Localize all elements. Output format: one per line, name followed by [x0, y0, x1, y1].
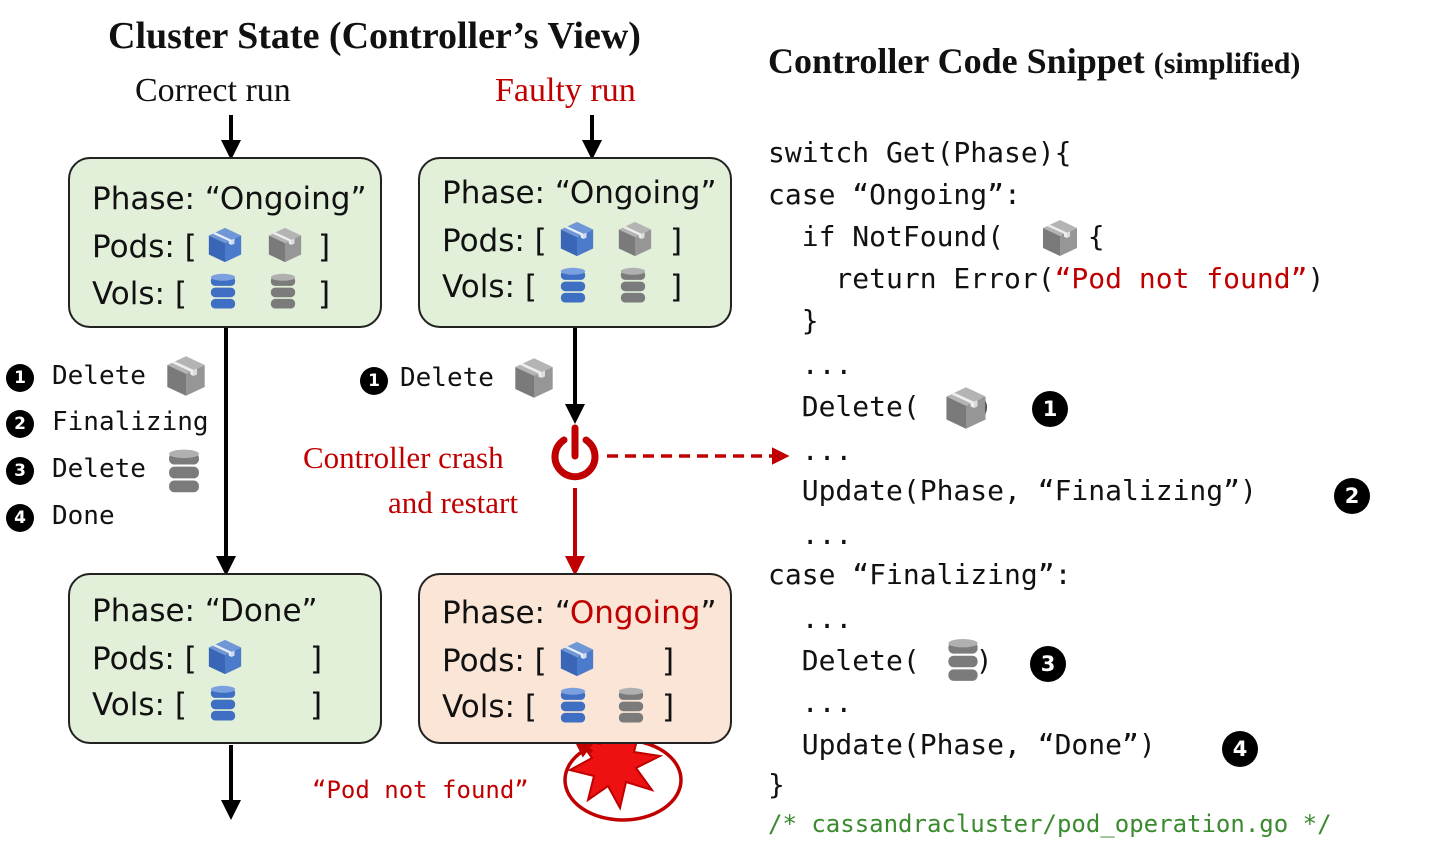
pod-cube-icon — [266, 223, 304, 267]
code-fragment: Delete( — [768, 390, 920, 423]
pods-row: Pods: [ — [442, 223, 547, 259]
code-step-badge: 3 — [1030, 646, 1066, 682]
step-label: Finalizing — [52, 407, 209, 437]
vols-close: ] — [662, 689, 675, 725]
code-comment: /* cassandracluster/pod_operation.go */ — [768, 810, 1332, 838]
step-badge: 1 — [6, 364, 34, 392]
crash-label-line2: and restart — [388, 485, 518, 520]
phase-row: Phase: “Ongoing” — [442, 175, 717, 211]
vols-row: Vols: [ — [92, 687, 187, 723]
volume-database-icon — [947, 638, 979, 684]
step-label: Delete — [52, 361, 146, 391]
pod-cube-icon — [558, 637, 596, 681]
step-badge: 3 — [6, 457, 34, 485]
code-line: switch Get(Phase){ — [768, 136, 1072, 169]
phase-row: Phase: “Ongoing” — [442, 595, 717, 631]
code-line: case “Finalizing”: — [768, 558, 1072, 591]
step-badge: 4 — [6, 504, 34, 532]
step-label: Delete — [400, 363, 494, 393]
code-line: ... — [768, 686, 853, 719]
code-line: ... — [768, 348, 853, 381]
pod-cube-icon — [164, 352, 208, 400]
vols-close: ] — [670, 269, 683, 305]
code-fragment: if NotFound( — [768, 220, 1005, 253]
pods-row: Pods: [ — [442, 643, 547, 679]
pods-close: ] — [318, 229, 331, 265]
faulty-state-before: Phase: “Ongoing” Pods: [ ] Vols: [ ] — [418, 157, 732, 328]
vols-row: Vols: [ — [442, 269, 537, 305]
code-line: ... — [768, 602, 853, 635]
code-snippet-title-sub: (simplified) — [1153, 47, 1301, 80]
faulty-run-label: Faulty run — [495, 72, 636, 109]
code-step-badge: 4 — [1222, 731, 1258, 767]
code-fragment: ) — [1307, 262, 1325, 295]
code-step-badge: 2 — [1334, 478, 1370, 514]
code-string: “Pod not found” — [1054, 262, 1308, 295]
code-line: ... — [768, 434, 853, 467]
cluster-state-title: Cluster State (Controller’s View) — [108, 15, 641, 57]
code-line: } — [768, 768, 785, 801]
pod-cube-icon — [943, 384, 989, 432]
correct-state-after: Phase: “Done” Pods: [ ] Vols: [ ] — [68, 573, 382, 744]
code-snippet-title-main: Controller Code Snippet — [768, 41, 1145, 81]
pod-cube-icon — [206, 223, 244, 267]
pods-close: ] — [310, 641, 323, 677]
phase-row: Phase: “Done” — [92, 593, 318, 629]
correct-state-before: Phase: “Ongoing” Pods: [ ] Vols: [ ] — [68, 157, 382, 328]
step-label: Done — [52, 501, 115, 531]
code-fragment: Delete( — [768, 644, 920, 677]
code-line: case “Ongoing”: — [768, 178, 1021, 211]
code-fragment: return Error( — [768, 262, 1055, 295]
volume-database-icon — [560, 685, 586, 727]
power-icon — [551, 424, 599, 481]
phase-value: Ongoing — [569, 595, 701, 631]
correct-run-label: Correct run — [135, 72, 291, 109]
pod-cube-icon — [616, 217, 654, 261]
vols-close: ] — [310, 687, 323, 723]
pod-cube-icon — [558, 217, 596, 261]
pod-cube-icon — [512, 354, 556, 402]
crash-label-line1: Controller crash — [303, 440, 504, 475]
code-line: Update(Phase, “Done”) — [768, 728, 1156, 761]
pods-row: Pods: [ — [92, 229, 197, 265]
phase-suffix: ” — [700, 595, 717, 631]
code-step-badge: 1 — [1032, 391, 1068, 427]
code-fragment: ) — [975, 644, 993, 677]
volume-database-icon — [210, 271, 236, 313]
code-line: Update(Phase, “Finalizing”) — [768, 474, 1257, 507]
step-badge: 1 — [360, 367, 388, 395]
volume-database-icon — [620, 265, 646, 307]
phase-row: Phase: “Ongoing” — [92, 181, 367, 217]
vols-row: Vols: [ — [442, 689, 537, 725]
pod-cube-icon — [1040, 216, 1080, 260]
code-line: ... — [768, 518, 853, 551]
volume-database-icon — [210, 683, 236, 725]
phase-prefix: Phase: “ — [442, 595, 570, 631]
volume-database-icon — [270, 271, 296, 313]
vols-row: Vols: [ — [92, 276, 187, 312]
step-label: Delete — [52, 454, 146, 484]
volume-database-icon — [618, 685, 644, 727]
pod-cube-icon — [206, 635, 244, 679]
error-label: “Pod not found” — [312, 776, 529, 804]
volume-database-icon — [168, 448, 200, 496]
vols-close: ] — [318, 276, 331, 312]
code-line: Delete() — [768, 644, 993, 677]
step-badge: 2 — [6, 410, 34, 438]
pods-close: ] — [670, 223, 683, 259]
pods-close: ] — [662, 643, 675, 679]
faulty-state-after: Phase: “Ongoing” Pods: [ ] Vols: [ ] — [418, 573, 732, 744]
pods-row: Pods: [ — [92, 641, 197, 677]
code-snippet-title: Controller Code Snippet (simplified) — [768, 40, 1300, 82]
volume-database-icon — [560, 265, 586, 307]
code-line: } — [768, 304, 819, 337]
code-line: return Error(“Pod not found”) — [768, 262, 1324, 295]
